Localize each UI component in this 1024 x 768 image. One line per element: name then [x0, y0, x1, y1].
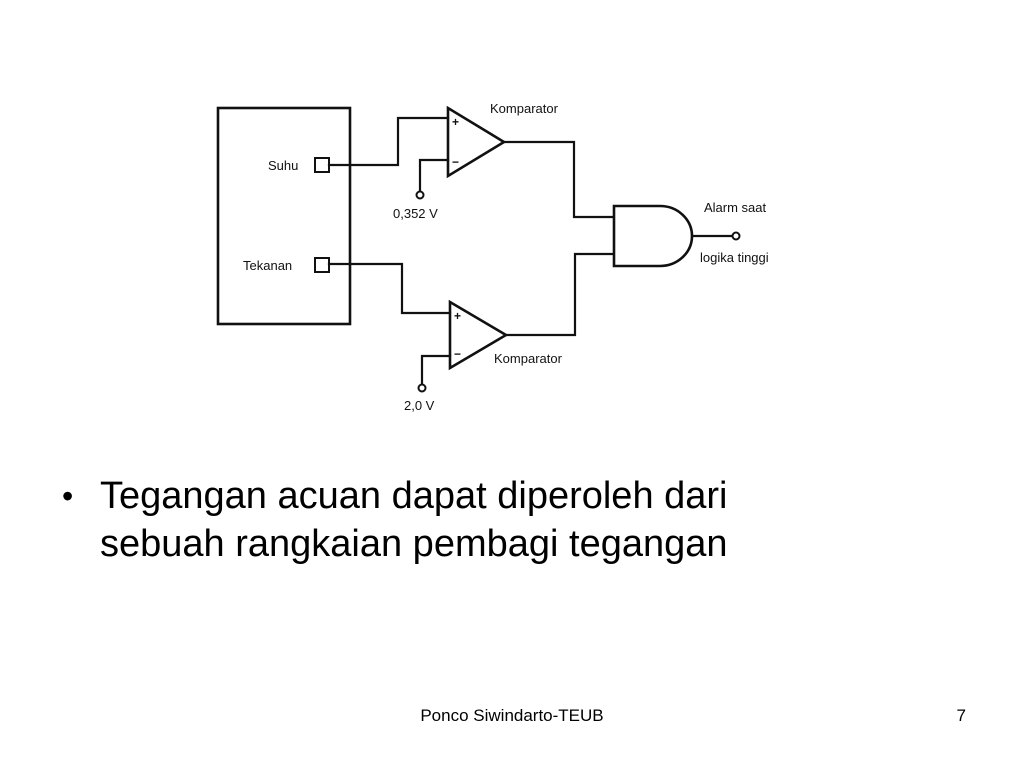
sensor-box	[216, 106, 352, 326]
bullet-mark: •	[62, 478, 74, 514]
wire-temp-to-comparator	[327, 116, 450, 167]
comparator-bottom-minus: −	[454, 347, 461, 361]
wire-ref-top	[418, 158, 450, 194]
comparator-top-symbol	[446, 105, 507, 179]
footer-author: Ponco Siwindarto-TEUB	[420, 706, 604, 725]
ref-top-terminal	[415, 190, 425, 200]
comparator-bottom-symbol	[448, 299, 509, 371]
temp-terminal	[314, 157, 330, 173]
pressure-sensor-label: Tekanan	[243, 258, 292, 273]
footer-page-number: 7	[956, 706, 966, 725]
comparator-bottom-label: Komparator	[494, 351, 563, 366]
comparator-top-plus: +	[452, 115, 459, 129]
comparator-top-label: Komparator	[490, 101, 559, 116]
bullet-item: • Tegangan acuan dapat diperoleh dari se…	[62, 472, 962, 568]
ref-bottom-label: 2,0 V	[404, 398, 435, 413]
wire-bottom-output	[504, 252, 616, 337]
ref-bottom-terminal	[417, 383, 427, 393]
comparator-bottom-plus: +	[454, 309, 461, 323]
bullet-text-line1: Tegangan acuan dapat diperoleh dari	[100, 475, 728, 517]
and-gate	[612, 204, 694, 268]
temp-sensor-label: Suhu	[268, 158, 298, 173]
circuit-diagram: Suhu Tekanan + − Komparator + − Komparat…	[216, 101, 769, 413]
wire-top-output	[502, 140, 616, 219]
pressure-terminal	[314, 257, 330, 273]
comparator-top-minus: −	[452, 155, 459, 169]
wire-ref-bottom	[420, 354, 452, 387]
output-terminal	[731, 231, 741, 241]
output-label-line1: Alarm saat	[704, 200, 767, 215]
bullet-text-line2: sebuah rangkaian pembagi tegangan	[100, 523, 728, 565]
ref-top-label: 0,352 V	[393, 206, 438, 221]
wire-pressure-to-comparator	[327, 262, 452, 315]
bullet-list: • Tegangan acuan dapat diperoleh dari se…	[62, 472, 962, 568]
output-label-line2: logika tinggi	[700, 250, 769, 265]
